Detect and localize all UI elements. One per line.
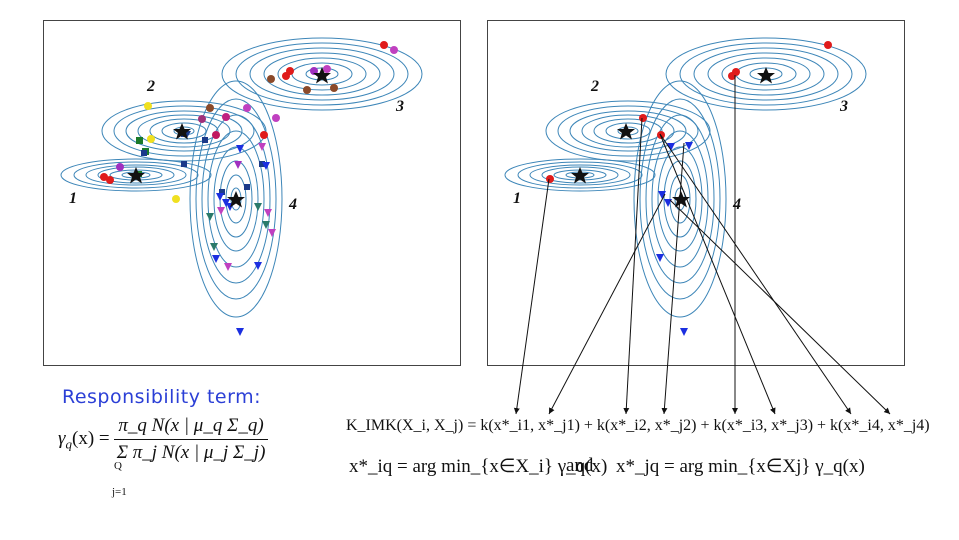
left-scatter-panel: 1 2 3 4 bbox=[43, 20, 461, 366]
right-cluster-label-4: 4 bbox=[732, 196, 741, 213]
gamma-fraction: π_q N(x | μ_q Σ_q) Σ π_j N(x | μ_j Σ_j) bbox=[114, 415, 268, 464]
right-cluster-label-3: 3 bbox=[839, 98, 848, 115]
left-data-points bbox=[100, 41, 398, 336]
and-word: and bbox=[566, 455, 594, 476]
left-center-3 bbox=[313, 67, 331, 84]
right-contours bbox=[504, 37, 867, 318]
right-scatter-panel: 1 2 3 4 bbox=[487, 20, 905, 366]
gamma-arg: (x) bbox=[72, 427, 95, 449]
left-center-2 bbox=[173, 123, 191, 140]
right-center-2 bbox=[617, 123, 635, 140]
gamma-formula: γq(x) = π_q N(x | μ_q Σ_q) Σ π_j N(x | μ… bbox=[58, 415, 268, 464]
kernel-formula: K_IMK(X_i, X_j) = k(x*_i1, x*_j1) + k(x*… bbox=[346, 417, 930, 434]
left-center-1 bbox=[127, 167, 145, 184]
left-cluster-label-2: 2 bbox=[146, 78, 155, 95]
left-cluster-1-contours bbox=[60, 158, 212, 192]
right-cluster-label-2: 2 bbox=[590, 78, 599, 95]
left-center-4 bbox=[227, 191, 245, 208]
left-cluster-2-contours bbox=[101, 100, 267, 162]
left-cluster-label-4: 4 bbox=[288, 196, 297, 213]
left-cluster-centers bbox=[127, 67, 331, 208]
left-cluster-label-1: 1 bbox=[69, 190, 77, 207]
sum-lower-limit: j=1 bbox=[112, 486, 127, 498]
right-contour-plot: 1 2 3 4 bbox=[504, 37, 867, 336]
left-contour-plot: 1 2 3 4 bbox=[60, 37, 423, 336]
argmin-formula-i: x*_iq = arg min_{x∈X_i} γ_q(x) bbox=[349, 456, 608, 477]
right-cluster-3-contours bbox=[665, 37, 867, 111]
gamma-sub: q bbox=[65, 436, 73, 452]
left-contours bbox=[60, 37, 423, 318]
right-center-3 bbox=[757, 67, 775, 84]
left-cluster-label-3: 3 bbox=[395, 98, 404, 115]
sum-upper-limit: Q bbox=[114, 460, 122, 472]
argmin-formula-j: x*_jq = arg min_{x∈Xj} γ_q(x) bbox=[616, 456, 865, 477]
right-cluster-label-1: 1 bbox=[513, 190, 521, 207]
right-center-1 bbox=[571, 167, 589, 184]
gamma-numerator: π_q N(x | μ_q Σ_q) bbox=[114, 415, 268, 440]
gamma-lhs: γ bbox=[58, 427, 66, 449]
gamma-denominator: Σ π_j N(x | μ_j Σ_j) bbox=[116, 442, 266, 463]
responsibility-title: Responsibility term: bbox=[62, 386, 261, 408]
